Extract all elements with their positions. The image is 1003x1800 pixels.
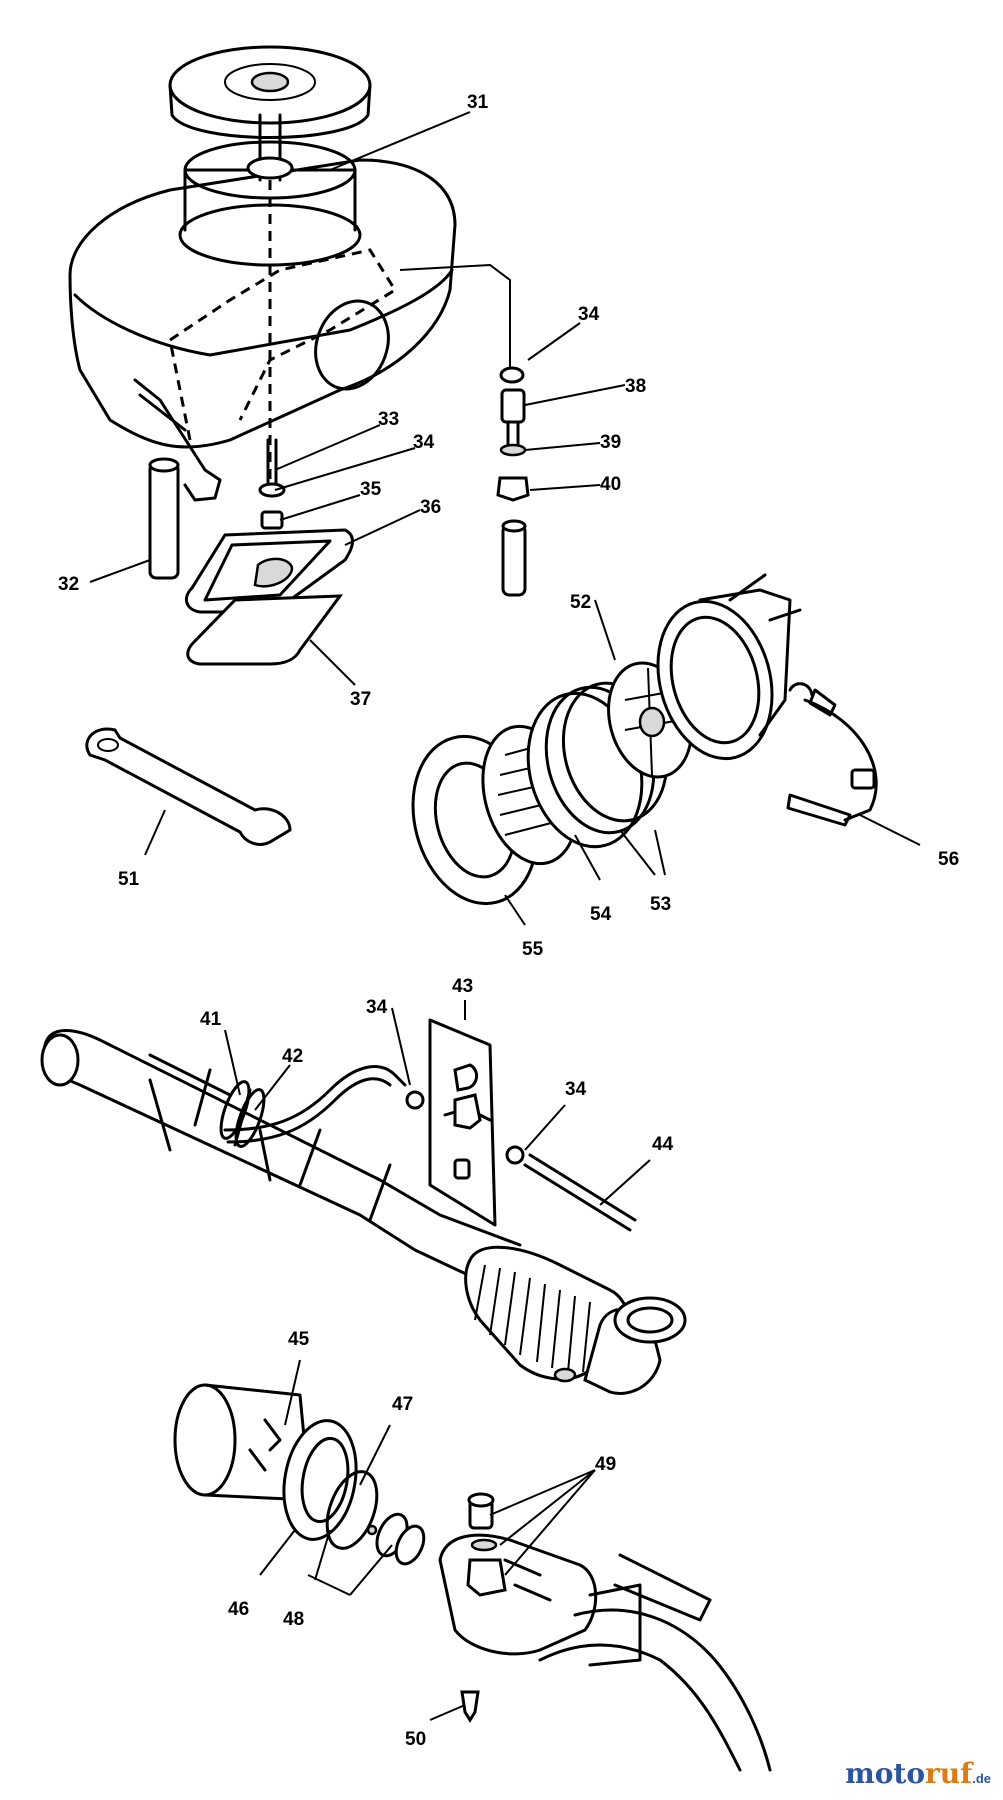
label-43: 43 bbox=[452, 976, 473, 997]
label-45: 45 bbox=[288, 1329, 310, 1350]
part-32-tube bbox=[148, 461, 180, 580]
nozzle-assembly bbox=[173, 1383, 772, 1772]
label-33: 33 bbox=[378, 409, 399, 430]
part-33-35-shaft bbox=[258, 438, 286, 530]
part-51-wrench bbox=[85, 727, 292, 846]
leader-lines bbox=[89, 111, 921, 1721]
label-48: 48 bbox=[283, 1609, 304, 1630]
label-31: 31 bbox=[467, 92, 489, 113]
label-47: 47 bbox=[392, 1394, 413, 1415]
label-49: 49 bbox=[595, 1454, 616, 1475]
label-36: 36 bbox=[420, 497, 441, 518]
label-52: 52 bbox=[570, 592, 591, 613]
filter-assembly bbox=[411, 573, 802, 906]
part-labels: 31 32 33 34 35 36 37 38 39 40 34 51 52 5… bbox=[58, 92, 959, 1750]
label-42: 42 bbox=[282, 1046, 303, 1067]
label-53: 53 bbox=[650, 894, 671, 915]
label-35: 35 bbox=[360, 479, 382, 500]
label-51: 51 bbox=[118, 869, 140, 890]
fitting-stack bbox=[399, 263, 530, 597]
label-37: 37 bbox=[350, 689, 371, 710]
brand-watermark: motoruf.de bbox=[845, 1757, 991, 1790]
brand-part-1: moto bbox=[845, 1757, 926, 1790]
blower-tube bbox=[40, 1029, 687, 1395]
brand-part-3: .de bbox=[972, 1771, 991, 1786]
label-56: 56 bbox=[938, 849, 959, 870]
label-50: 50 bbox=[405, 1729, 426, 1750]
label-44: 44 bbox=[652, 1134, 674, 1155]
label-46: 46 bbox=[228, 1599, 249, 1620]
part-43-kit bbox=[428, 1018, 497, 1227]
label-32: 32 bbox=[58, 574, 79, 595]
tank-assembly bbox=[68, 45, 457, 502]
part-36-gasket bbox=[184, 528, 354, 614]
label-34: 34 bbox=[413, 432, 435, 453]
part-34-ring-b bbox=[505, 1145, 525, 1165]
label-40: 40 bbox=[600, 474, 621, 495]
label-41: 41 bbox=[200, 1009, 222, 1030]
label-38: 38 bbox=[625, 376, 646, 397]
label-55: 55 bbox=[522, 939, 544, 960]
part-56-clamp bbox=[786, 682, 878, 827]
label-34-mid-b: 34 bbox=[565, 1079, 587, 1100]
part-37-gasket bbox=[186, 594, 344, 666]
part-34-ring-a bbox=[405, 1090, 425, 1110]
label-54: 54 bbox=[590, 904, 612, 925]
label-39: 39 bbox=[600, 432, 621, 453]
label-34-top: 34 bbox=[578, 304, 600, 325]
part-44-rod bbox=[523, 1163, 632, 1232]
brand-part-2: ruf bbox=[925, 1757, 973, 1790]
label-34-mid-a: 34 bbox=[366, 997, 388, 1018]
